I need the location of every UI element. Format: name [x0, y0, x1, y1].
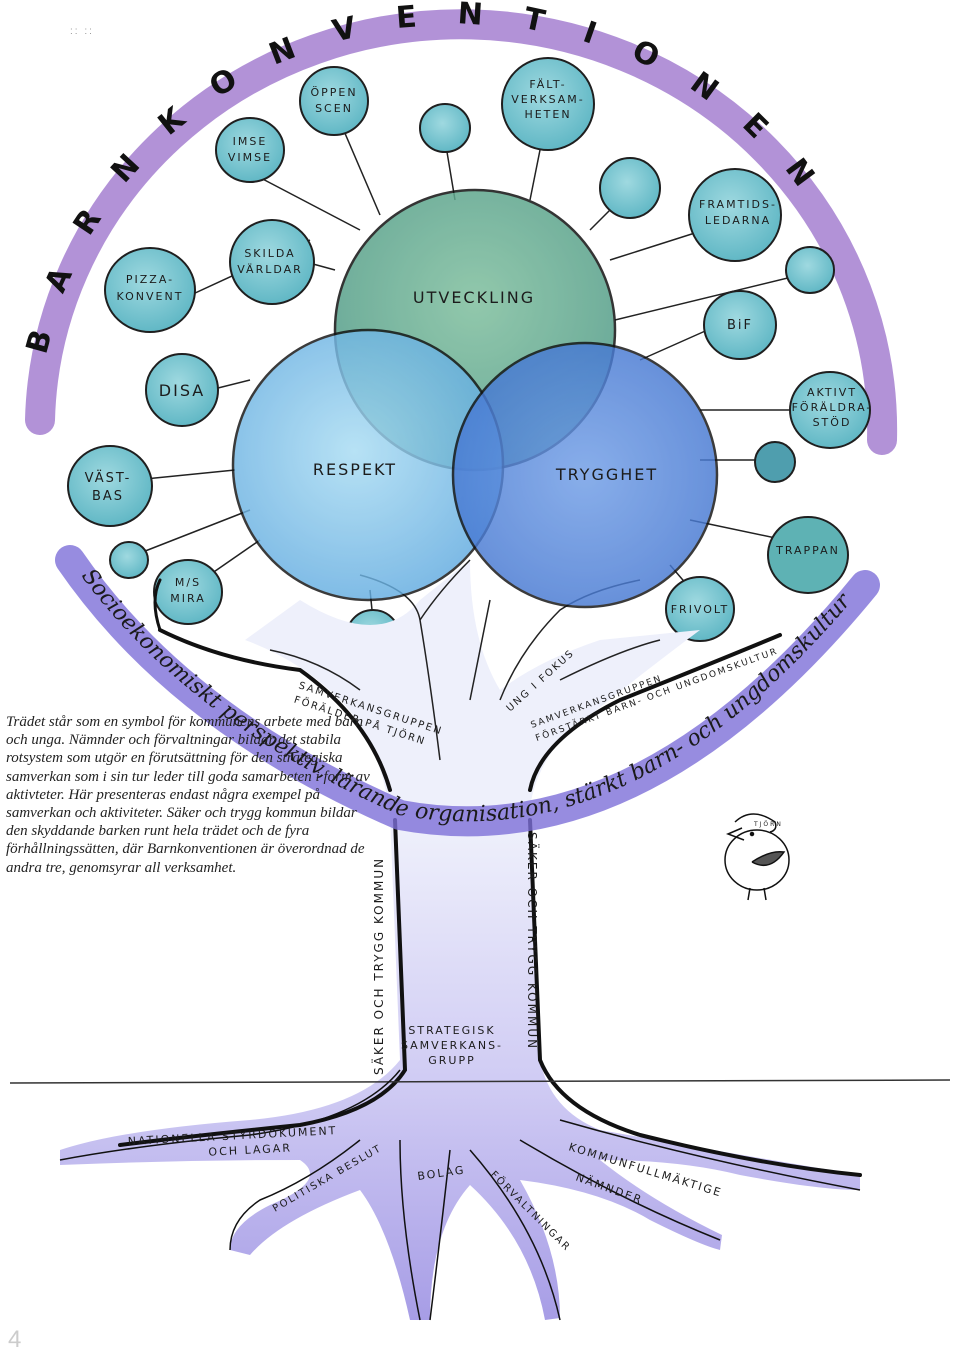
bubble-disa — [145, 353, 219, 427]
trunk-right-label: SÄKER OCH TRYGG KOMMUN — [525, 832, 540, 1050]
bubble-trappan — [767, 516, 849, 594]
tree-trunk — [60, 815, 860, 1320]
label-disa: DISA — [159, 381, 205, 400]
value-circles — [231, 188, 719, 609]
label-pizzakonvent: PIZZA-KONVENT — [117, 273, 184, 303]
bubble-oppen-scen — [299, 66, 369, 136]
bubble-ms-mira — [153, 559, 223, 625]
bubble-aktivt-foraldrastod — [789, 371, 871, 449]
label-utveckling: UTVECKLING — [413, 288, 535, 307]
bubble-bif — [703, 290, 777, 360]
bubble-framtidsledarna — [688, 168, 782, 262]
bird-illustration — [724, 813, 790, 901]
label-trygghet: TRYGGHET — [555, 465, 658, 484]
bubble-empty-2 — [599, 157, 661, 219]
trunk-left-label: SÄKER OCH TRYGG KOMMUN — [371, 857, 386, 1075]
label-trappan: TRAPPAN — [775, 544, 840, 557]
root-outlines — [59, 1069, 861, 1321]
label-vastbas: VÄST-BAS — [85, 470, 132, 504]
bubble-skilda-varldar — [229, 219, 315, 305]
activity-bubbles — [67, 57, 871, 661]
corner-marks: :: :: — [70, 26, 94, 37]
bubble-vastbas — [67, 445, 153, 527]
label-frivolt: FRIVOLT — [671, 603, 730, 616]
label-bif: BiF — [727, 318, 753, 333]
circle-trygghet — [451, 341, 719, 609]
ground-line — [9, 1079, 951, 1084]
bubble-imse-vimse — [215, 117, 285, 183]
bubble-empty-4 — [754, 441, 796, 483]
bubble-empty-1 — [419, 103, 471, 153]
barnkonventionen-arc — [25, 9, 898, 455]
bubble-frivolt — [665, 576, 735, 642]
label-respekt: RESPEKT — [313, 460, 397, 479]
bubble-faltverksamheten — [501, 57, 595, 151]
bark-arc — [55, 545, 880, 837]
bubble-pizzakonvent — [104, 247, 196, 333]
bird-cap-label: TJÖRN — [753, 821, 783, 828]
bubble-empty-3 — [785, 246, 835, 294]
page-number: 4 — [8, 1326, 22, 1353]
label-faltverksamheten: FÄLT-VERKSAM-HETEN — [511, 78, 585, 121]
description-text: Trädet står som en symbol för kommunens … — [6, 714, 370, 876]
bubble-empty-5 — [109, 541, 149, 579]
label-framtidsledarna: FRAMTIDS-LEDARNA — [699, 198, 777, 227]
